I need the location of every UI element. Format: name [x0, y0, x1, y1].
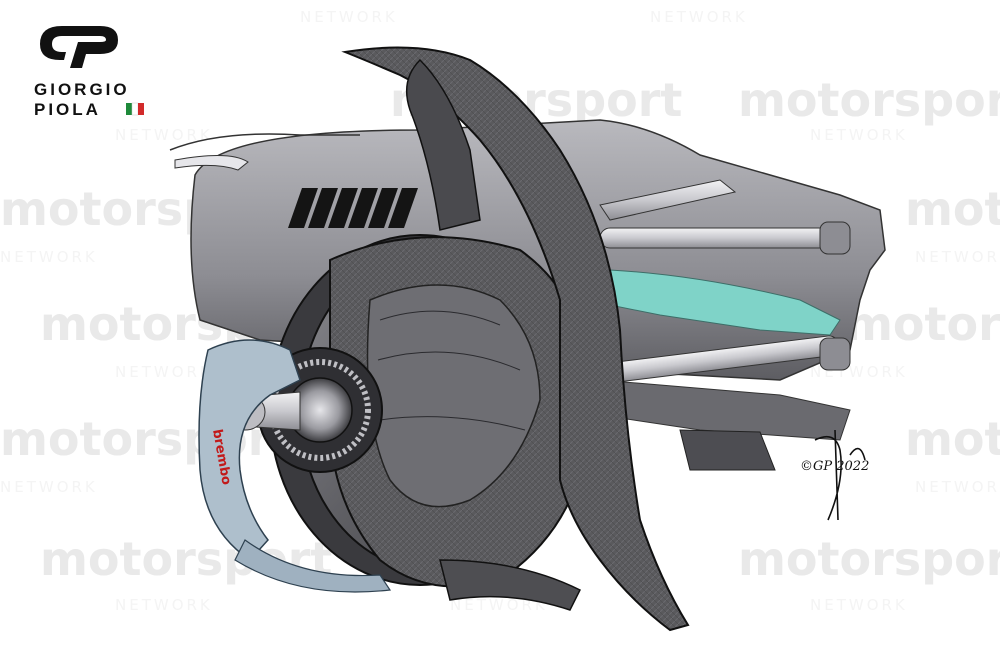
signature-text: ©GP 2022	[800, 459, 869, 474]
brake-assembly: brembo	[198, 46, 690, 632]
watermark-network: NETWORK	[915, 478, 1000, 496]
watermark-network: NETWORK	[810, 596, 908, 614]
amg-stripes-decal	[288, 188, 418, 228]
watermark-brand: motorsport	[738, 532, 1000, 586]
rear-bulkhead	[679, 429, 776, 471]
brake-caliper	[198, 339, 301, 561]
signature-scrawl	[814, 429, 866, 521]
lower-wishbone-end	[819, 337, 851, 371]
watermark-brand: motorsport	[845, 297, 1000, 351]
watermark-brand: motorsport	[905, 412, 1000, 466]
watermark-network: NETWORK	[650, 8, 748, 26]
giorgio-piola-logo: GIORGIO PIOLA	[34, 26, 144, 119]
petronas-teal-stripe	[609, 269, 841, 336]
upper-wishbone-end	[819, 221, 851, 255]
front-fin	[405, 58, 481, 231]
watermark-network: NETWORK	[810, 126, 908, 144]
logo-line2: PIOLA	[34, 100, 101, 119]
watermark-network: NETWORK	[300, 8, 398, 26]
caliper-lower-arm	[234, 539, 392, 593]
watermark-brand: motorsport	[738, 73, 1000, 127]
watermark-network: NETWORK	[915, 248, 1000, 266]
watermark-network: NETWORK	[450, 596, 548, 614]
watermark-network: NETWORK	[115, 126, 213, 144]
pushrod	[599, 179, 737, 221]
sidepod-fin	[174, 154, 249, 171]
watermark-network: NETWORK	[115, 596, 213, 614]
suspension	[590, 179, 851, 385]
lower-fin	[439, 559, 582, 611]
italian-flag-icon	[126, 102, 144, 116]
watermark-row: motorsport motorsport NETWORK NETWORK NE…	[115, 8, 1000, 144]
sidepod-upper-line	[169, 133, 360, 151]
artist-signature: ©GP 2022	[800, 429, 869, 521]
watermark-network: NETWORK	[0, 248, 98, 266]
upright-winglet	[341, 46, 690, 632]
watermark-row: motorsport motorsport NETWORK NETWORK NE…	[40, 532, 1000, 614]
duct-scoop-panel	[366, 284, 541, 508]
watermark-network: NETWORK	[0, 478, 98, 496]
upper-wishbone	[599, 227, 841, 249]
watermark-brand: motorsport	[905, 182, 1000, 236]
watermark-network: NETWORK	[115, 363, 213, 381]
gp-logo-mark-icon	[40, 26, 118, 68]
logo-line1: GIORGIO	[34, 80, 130, 99]
